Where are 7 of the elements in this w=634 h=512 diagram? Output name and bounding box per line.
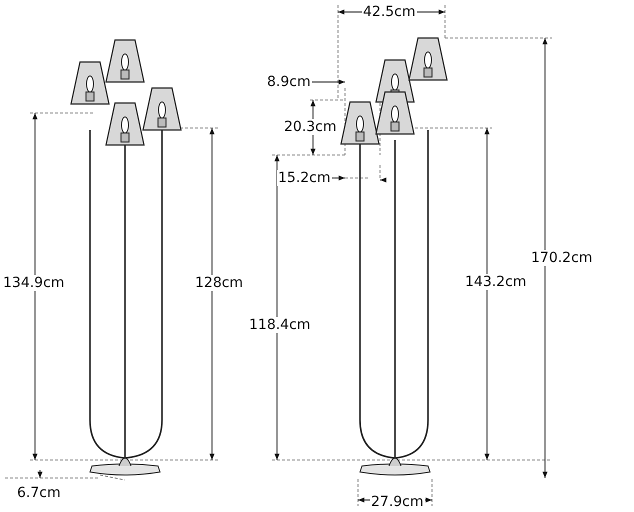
dimension-label: 170.2cm: [530, 250, 594, 266]
dimension-label: 15.2cm: [277, 170, 332, 186]
dimension-label: 134.9cm: [2, 275, 66, 291]
dimension-label: 143.2cm: [464, 274, 528, 290]
dimension-label: 20.3cm: [283, 119, 338, 135]
dimension-label: 118.4cm: [248, 317, 312, 333]
dimension-label: 128cm: [194, 275, 244, 291]
